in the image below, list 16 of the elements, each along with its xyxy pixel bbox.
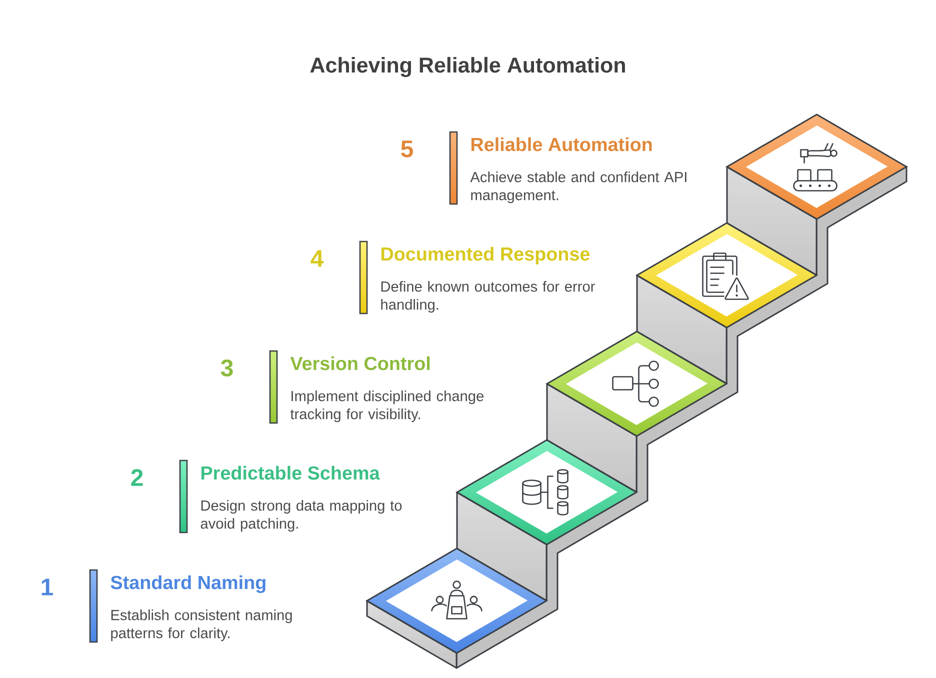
- step-heading: Predictable Schema: [201, 466, 380, 480]
- step-number: 1: [42, 578, 53, 596]
- step-heading: Reliable Automation: [471, 137, 652, 152]
- step-description: Design strong data mapping to avoid patching.: [200, 500, 402, 532]
- step-description: Achieve stable and confident API management.: [470, 172, 686, 204]
- step-number: 4: [310, 250, 324, 267]
- step-heading: Standard Naming: [110, 575, 266, 593]
- step-heading: Documented Response: [381, 246, 590, 264]
- step-description: Implement disciplined change tracking for visibility.: [290, 390, 484, 422]
- step-number: 5: [401, 140, 413, 158]
- step-number: 3: [220, 360, 233, 377]
- step-heading: Version Control: [290, 356, 430, 370]
- title: Achieving Reliable Automation: [310, 56, 625, 78]
- step-description: Establish consistent naming patterns for clarity.: [111, 610, 292, 642]
- step-description: Define known outcomes for error handling.: [381, 281, 595, 313]
- step-number: 2: [131, 469, 143, 486]
